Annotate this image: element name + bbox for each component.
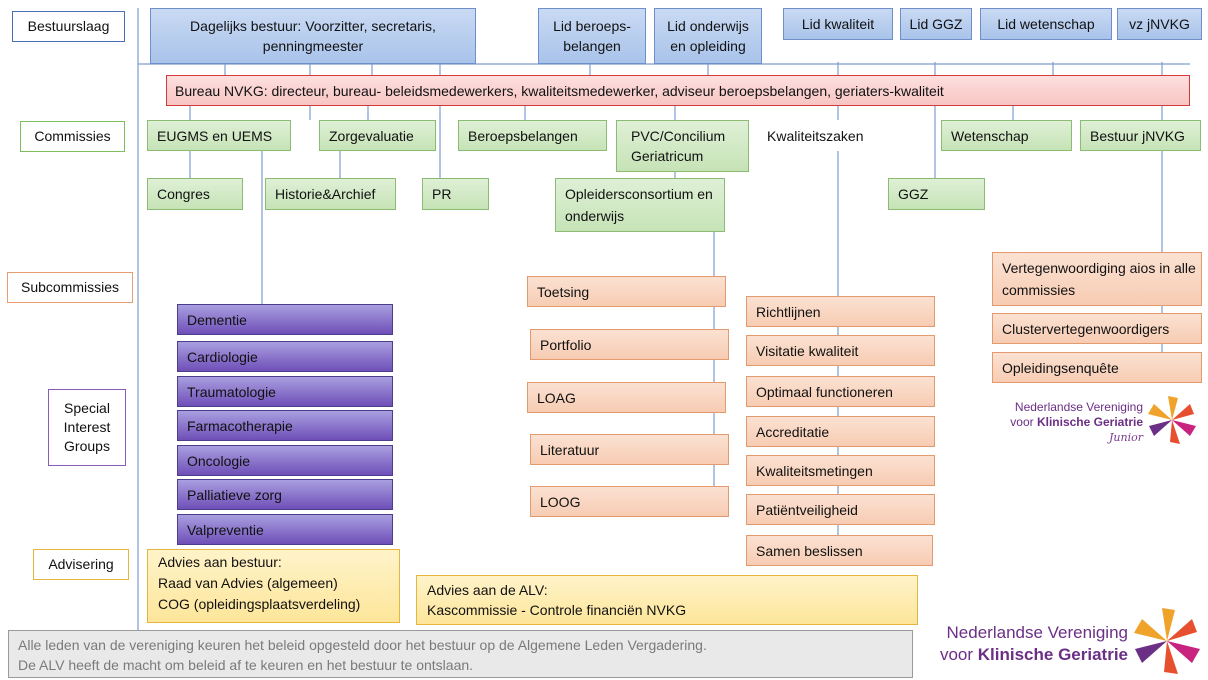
logo-jnvkg-line1: Nederlandse Vereniging [1014,400,1143,414]
logo-nvkg-line2a: voor [939,645,978,664]
advice-board-line1: Raad van Advies (algemeen) [158,575,338,591]
sig-cardiologie: Cardiologie [177,341,393,372]
sub-toetsing: Toetsing [527,276,726,307]
commission-congres: Congres [147,178,243,210]
commission-pvc: PVC/Concilium Geriatricum [616,120,749,172]
sub-patientveiligheid: Patiëntveiligheid [746,494,935,525]
advice-board-line2: COG (opleidingsplaatsverdeling) [158,596,361,612]
sub-portfolio: Portfolio [530,329,729,360]
advice-alv: Advies aan de ALV: Kascommissie - Contro… [416,575,918,625]
layer-label-bestuurslaag: Bestuurslaag [12,11,125,42]
sig-palliatieve-zorg: Palliatieve zorg [177,479,393,510]
bureau-nvkg: Bureau NVKG: directeur, bureau- beleidsm… [166,75,1190,106]
commission-ggz: GGZ [888,178,985,210]
advice-board-title: Advies aan bestuur: [158,554,282,570]
logo-nvkg: Nederlandse Vereniging voor Klinische Ge… [922,604,1206,680]
advice-board: Advies aan bestuur: Raad van Advies (alg… [147,549,400,623]
footer-line2: De ALV heeft de macht om beleid af te ke… [18,657,474,673]
board-member-onderwijs: Lid onderwijs en opleiding [654,8,762,64]
commission-wetenschap: Wetenschap [941,120,1072,151]
commission-bestuur-jnvkg: Bestuur jNVKG [1080,120,1201,151]
advice-alv-title: Advies aan de ALV: [427,582,548,598]
layer-label-subcommissies: Subcommissies [7,272,133,303]
sig-valpreventie: Valpreventie [177,514,393,545]
logo-nvkg-line2b: Klinische Geriatrie [977,645,1128,664]
commission-kwaliteitszaken: Kwaliteitszaken [758,120,928,151]
commission-pr: PR [422,178,489,210]
sub-visitatie: Visitatie kwaliteit [746,335,935,366]
logo-jnvkg-line2b: Klinische Geriatrie [1036,415,1143,429]
board-member-kwaliteit: Lid kwaliteit [783,8,893,40]
sig-oncologie: Oncologie [177,445,393,476]
commission-zorgevaluatie: Zorgevaluatie [319,120,436,151]
layer-label-advisering: Advisering [33,549,129,580]
sub-literatuur: Literatuur [530,434,729,465]
board-daily: Dagelijks bestuur: Voorzitter, secretari… [150,8,476,64]
sig-dementie: Dementie [177,304,393,335]
commission-eugms: EUGMS en UEMS [147,120,291,151]
commission-opleiders: Opleidersconsortium en onderwijs [555,178,725,232]
footer-line1: Alle leden van de vereniging keuren het … [18,637,707,653]
sig-traumatologie: Traumatologie [177,376,393,407]
footer-note: Alle leden van de vereniging keuren het … [8,630,913,678]
logo-nvkg-line1: Nederlandse Vereniging [946,623,1128,642]
sub-vertegenwoordiging: Vertegenwoordiging aios in alle commissi… [992,252,1202,306]
board-member-ggz: Lid GGZ [900,8,972,40]
sig-farmacotherapie: Farmacotherapie [177,410,393,441]
sub-loag: LOAG [527,382,726,413]
board-member-beroepsbelangen: Lid beroeps-belangen [538,8,646,64]
commission-beroepsbelangen: Beroepsbelangen [458,120,607,151]
layer-label-commissies: Commissies [20,121,125,152]
advice-alv-line1: Kascommissie - Controle financiën NVKG [427,602,687,618]
sub-accreditatie: Accreditatie [746,416,935,447]
commission-historie: Historie&Archief [265,178,396,210]
logo-jnvkg: Nederlandse Vereniging voor Klinische Ge… [998,392,1204,454]
board-member-wetenschap: Lid wetenschap [980,8,1112,40]
logo-jnvkg-line2a: voor [1010,415,1037,429]
sub-optimaal: Optimaal functioneren [746,376,935,407]
sub-clustervertegenwoordigers: Clustervertegenwoordigers [992,313,1202,344]
logo-nvkg-icon [1134,608,1200,674]
sub-opleidingsenquete: Opleidingsenquête [992,352,1202,383]
logo-jnvkg-tag: Junior [1109,431,1143,444]
sub-loog: LOOG [530,486,729,517]
sub-samen-beslissen: Samen beslissen [746,535,933,566]
layer-label-sig: Special Interest Groups [48,389,126,466]
sub-kwaliteitsmetingen: Kwaliteitsmetingen [746,455,935,486]
logo-jnvkg-icon [1148,396,1196,444]
board-member-jnvkg: vz jNVKG [1117,8,1202,40]
sub-richtlijnen: Richtlijnen [746,296,935,327]
